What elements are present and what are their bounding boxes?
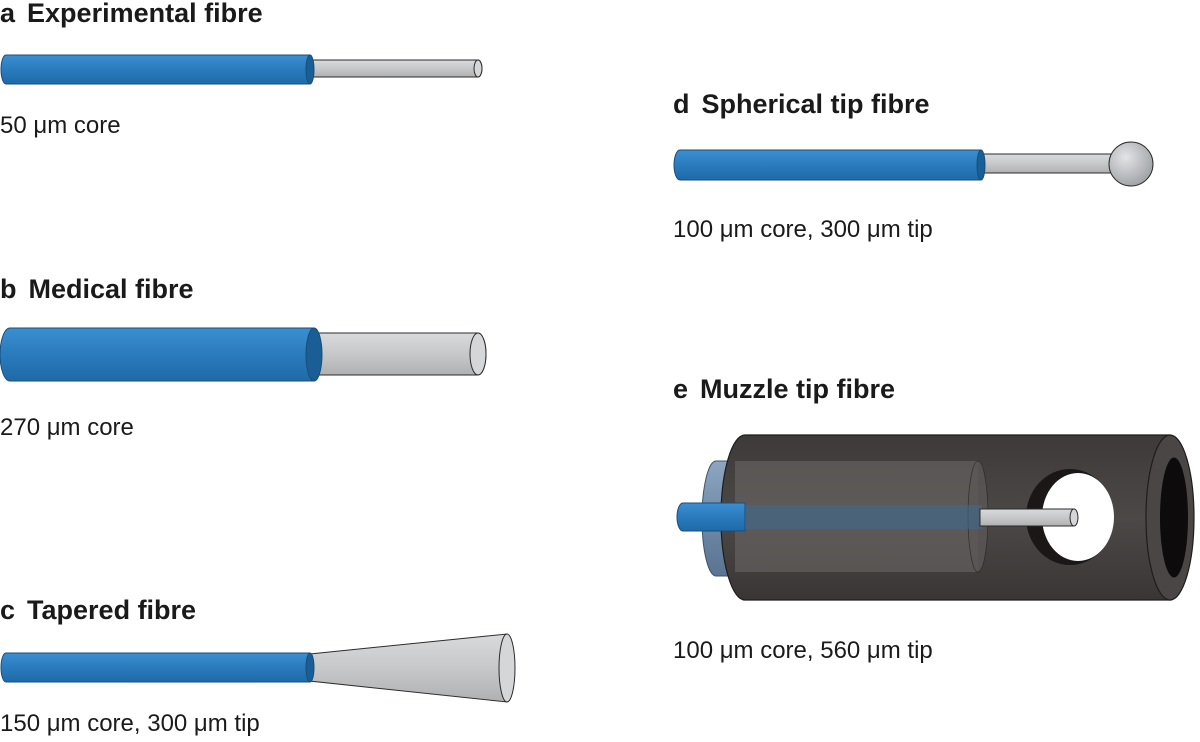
experimental-fibre	[0, 54, 483, 85]
experimental-fibre-core	[299, 59, 483, 78]
tapered-fibre-cone	[299, 633, 508, 703]
tapered-fibre	[0, 633, 516, 703]
medical-fibre-core	[304, 332, 487, 376]
muzzle-fibre-blue-inside	[745, 505, 982, 529]
muzzle-front-opening	[1160, 457, 1188, 578]
panel-a-letter: a	[0, 0, 16, 28]
panel-d-title: d Spherical tip fibre	[673, 89, 930, 120]
panel-c-caption: 150 μm core, 300 μm tip	[0, 710, 260, 737]
panel-d-caption: 100 μm core, 300 μm tip	[673, 216, 933, 243]
spherical-tip-fibre	[673, 141, 1154, 187]
panel-a-title: a Experimental fibre	[0, 0, 263, 29]
panel-e-title: e Muzzle tip fibre	[673, 374, 895, 405]
experimental-fibre-jacket	[0, 54, 311, 85]
muzzle-fibre-core	[979, 508, 1075, 527]
spherical-tip-fibre-core	[974, 153, 1121, 174]
panel-c-title: c Tapered fibre	[0, 595, 196, 626]
medical-fibre	[0, 327, 487, 382]
panel-d-title-text: Spherical tip fibre	[701, 89, 930, 119]
panel-a-caption: 50 μm core	[0, 112, 121, 139]
panel-b-letter: b	[0, 274, 17, 304]
panel-e-letter: e	[673, 374, 689, 404]
panel-e-caption: 100 μm core, 560 μm tip	[673, 637, 933, 664]
medical-fibre-jacket	[0, 327, 315, 382]
muzzle-tip-fibre	[676, 434, 1195, 601]
panel-d-letter: d	[673, 89, 690, 119]
panel-e-title-text: Muzzle tip fibre	[700, 374, 896, 404]
spherical-tip-fibre-jacket	[673, 149, 982, 181]
muzzle-fibre-jacket	[676, 502, 746, 532]
panel-c-letter: c	[0, 595, 16, 625]
panel-b-title: b Medical fibre	[0, 274, 194, 305]
tapered-fibre-jacket	[0, 652, 311, 683]
panel-b-caption: 270 μm core	[0, 414, 134, 441]
panel-c-title-text: Tapered fibre	[27, 595, 197, 625]
panel-a-title-text: Experimental fibre	[27, 0, 263, 28]
spherical-tip-ball	[1108, 141, 1154, 187]
panel-b-title-text: Medical fibre	[28, 274, 194, 304]
